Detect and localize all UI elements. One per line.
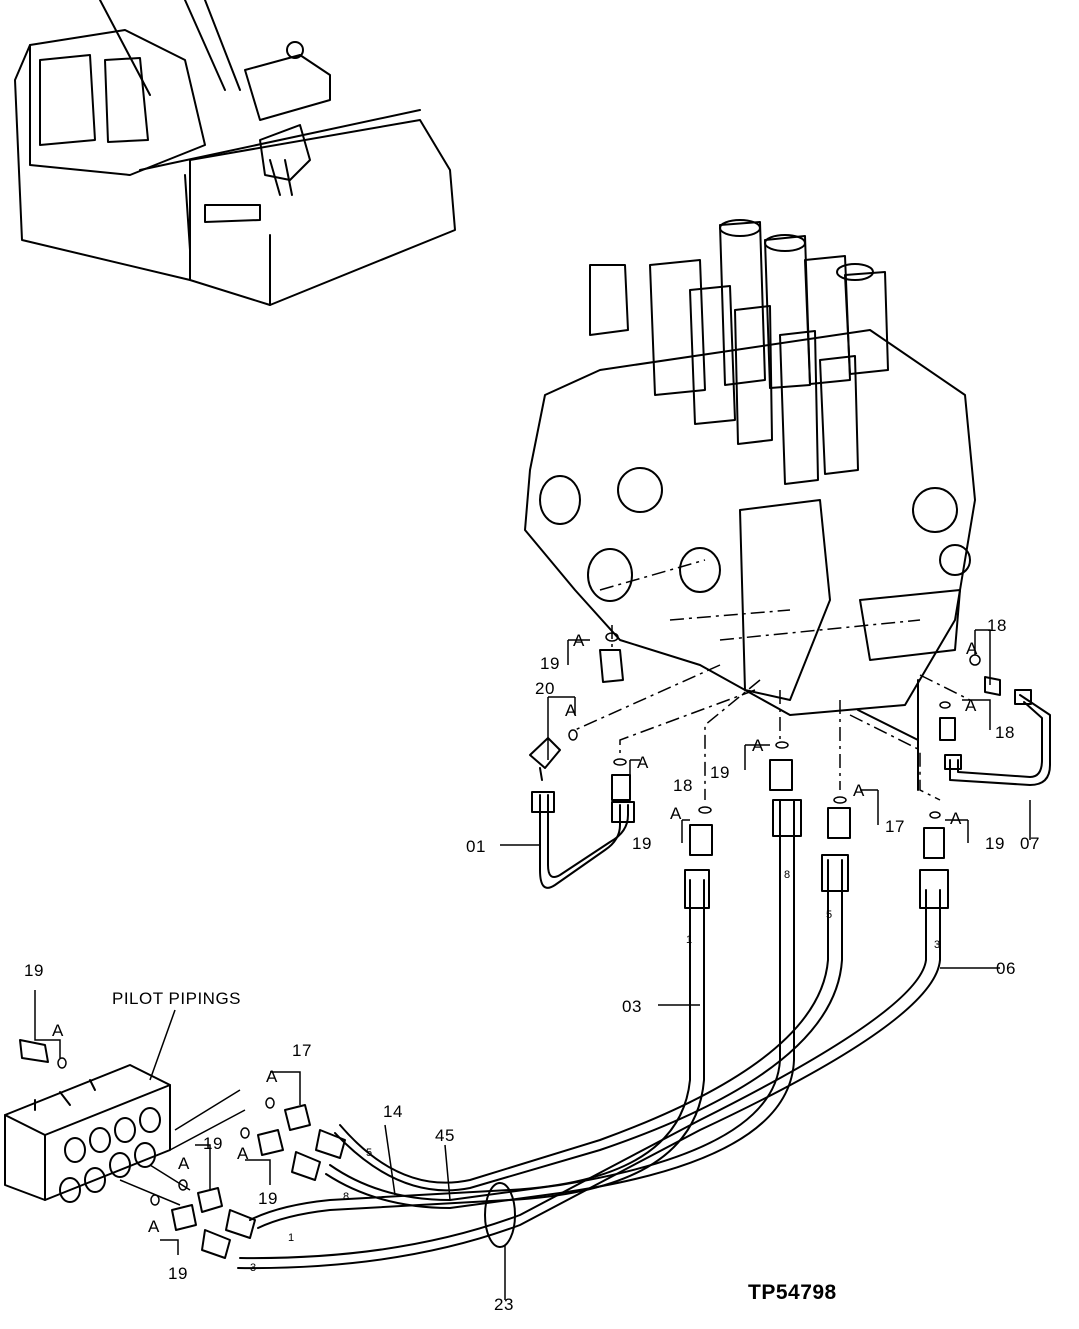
detail-mark-a-3: A bbox=[637, 753, 649, 772]
callout-19-a: 19 bbox=[540, 654, 560, 673]
excavator-overview bbox=[14, 0, 456, 306]
callout-19-b: 19 bbox=[710, 763, 730, 782]
callout-06: 06 bbox=[996, 959, 1016, 978]
detail-mark-a-6: A bbox=[853, 781, 865, 800]
callout-19-c: 19 bbox=[632, 834, 652, 853]
callout-07: 07 bbox=[1020, 834, 1040, 853]
callout-18-left: 18 bbox=[673, 776, 693, 795]
detail-mark-a-11: A bbox=[266, 1067, 278, 1086]
detail-mark-a-9: A bbox=[965, 696, 977, 715]
callout-19-h: 19 bbox=[168, 1264, 188, 1283]
detail-mark-a-1: A bbox=[573, 631, 585, 650]
hose-number-3-pilot: 3 bbox=[250, 1262, 257, 1274]
detail-mark-a-13: A bbox=[178, 1154, 190, 1173]
detail-mark-a-14: A bbox=[148, 1217, 160, 1236]
detail-mark-a-5: A bbox=[670, 804, 682, 823]
detail-mark-a-4: A bbox=[752, 736, 764, 755]
pilot-block bbox=[4, 1064, 171, 1203]
callout-45: 45 bbox=[435, 1126, 455, 1145]
hose-number-1-pilot: 1 bbox=[288, 1232, 295, 1244]
hose-number-8-pilot: 8 bbox=[343, 1191, 350, 1203]
callout-17-valve: 17 bbox=[885, 817, 905, 836]
leader-lines bbox=[34, 629, 1031, 1300]
port-center-lines bbox=[574, 625, 971, 801]
detail-mark-a-8: A bbox=[966, 639, 978, 658]
callout-01: 01 bbox=[466, 837, 486, 856]
callout-14: 14 bbox=[383, 1102, 403, 1121]
valve-fittings bbox=[529, 632, 1001, 859]
hose-ends bbox=[531, 689, 1032, 909]
hose-number-3-valve: 3 bbox=[934, 939, 941, 951]
control-valve-assembly bbox=[524, 219, 976, 716]
hose-number-1-valve: 1 bbox=[686, 934, 693, 946]
hose-number-5-pilot: 5 bbox=[366, 1147, 373, 1159]
callout-19-f: 19 bbox=[203, 1134, 223, 1153]
reference-code: TP54798 bbox=[748, 1281, 837, 1304]
pilot-pipings-label: PILOT PIPINGS bbox=[112, 989, 242, 1008]
callout-19-g: 19 bbox=[258, 1189, 278, 1208]
detail-mark-a-12: A bbox=[237, 1144, 249, 1163]
hose-number-8-valve: 8 bbox=[784, 869, 791, 881]
hoses-main bbox=[237, 799, 941, 1270]
callout-19-e: 19 bbox=[24, 961, 44, 980]
callout-17-pilot: 17 bbox=[292, 1041, 312, 1060]
callout-18-upper: 18 bbox=[987, 616, 1007, 635]
detail-mark-a-2: A bbox=[565, 701, 577, 720]
callout-19-d: 19 bbox=[985, 834, 1005, 853]
callout-23: 23 bbox=[494, 1295, 514, 1314]
detail-mark-a-10: A bbox=[52, 1021, 64, 1040]
hoses-upper bbox=[539, 694, 1051, 889]
callout-20: 20 bbox=[535, 679, 555, 698]
callout-18-right: 18 bbox=[995, 723, 1015, 742]
callout-03: 03 bbox=[622, 997, 642, 1016]
hose-number-5-valve: 5 bbox=[826, 909, 833, 921]
detail-mark-a-7: A bbox=[950, 809, 962, 828]
pilot-fittings bbox=[19, 1039, 346, 1259]
